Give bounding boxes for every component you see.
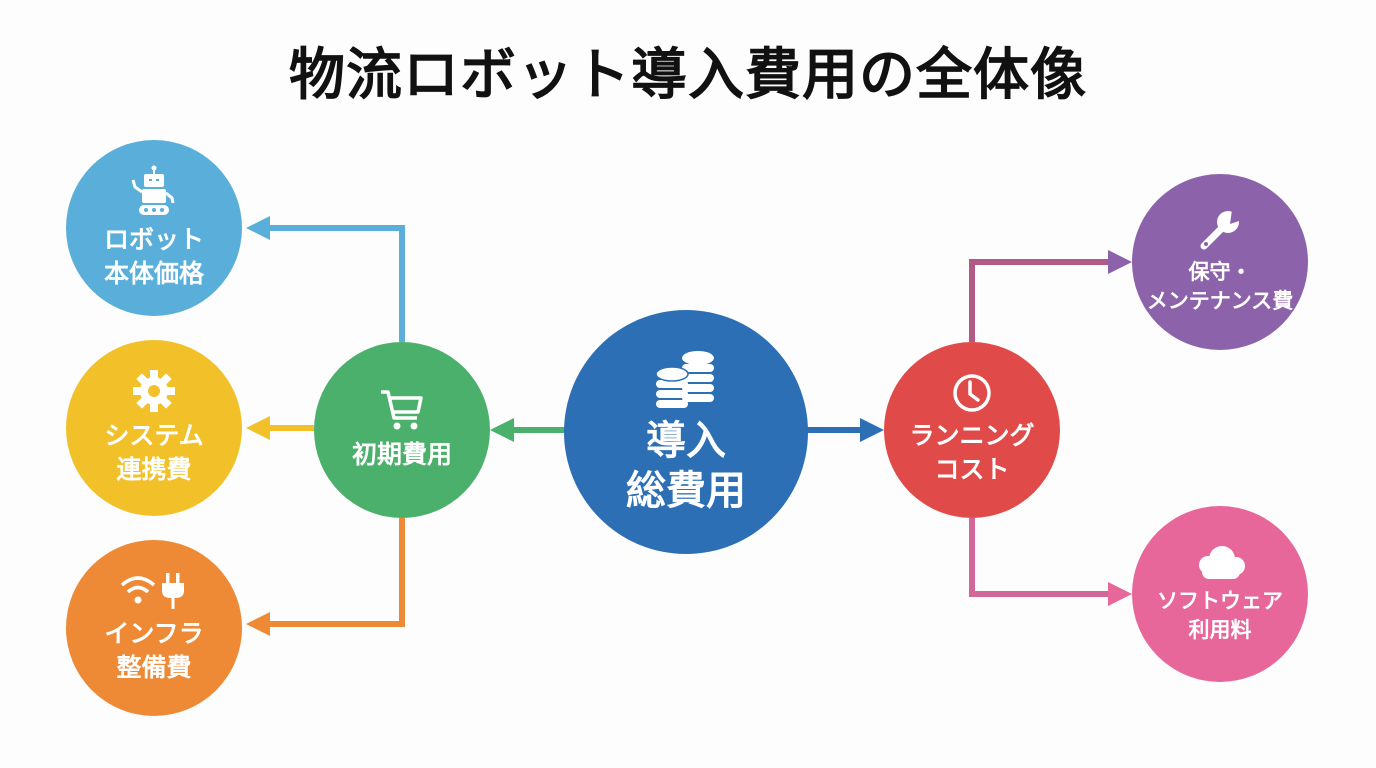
node-label: システム [104, 421, 204, 450]
node-software-fee: ソフトウェア 利用料 [1132, 506, 1308, 682]
wrench-icon [1198, 208, 1242, 252]
node-label: 整備費 [116, 653, 192, 682]
gear-icon [132, 369, 176, 413]
node-label: ランニング [909, 421, 1035, 450]
node-initial-cost: 初期費用 [314, 342, 490, 518]
node-label: インフラ [104, 619, 204, 648]
clock-icon [952, 373, 992, 413]
node-label: 連携費 [116, 455, 192, 484]
coins-icon [654, 348, 718, 410]
node-system-integration: システム 連携費 [66, 340, 242, 516]
node-label: 導入 [646, 418, 726, 464]
connector-initial-to-infra [266, 518, 405, 627]
node-label: 初期費用 [351, 440, 452, 469]
node-maintenance: 保守・ メンテナンス費 [1132, 174, 1308, 350]
node-total-cost: 導入 総費用 [564, 310, 808, 554]
node-label: 総費用 [626, 468, 746, 514]
node-robot-price: ロボット 本体価格 [66, 140, 242, 316]
node-label: 本体価格 [103, 259, 204, 288]
node-label: メンテナンス費 [1146, 289, 1294, 313]
node-label: 保守・ [1188, 260, 1252, 284]
shopping-cart-icon [379, 388, 425, 432]
wifi-plug-icon [118, 571, 190, 611]
node-label: ロボット [103, 225, 204, 254]
connector-running-to-maintenance [969, 259, 1110, 342]
connector-initial-to-robot [266, 225, 405, 342]
connector-running-to-software [969, 518, 1110, 597]
node-running-cost: ランニング コスト [884, 342, 1060, 518]
node-label: 利用料 [1188, 618, 1252, 642]
node-label: コスト [934, 455, 1010, 484]
robot-icon [129, 165, 179, 217]
page-title: 物流ロボット導入費用の全体像 [289, 43, 1087, 108]
node-label: ソフトウェア [1157, 589, 1283, 613]
node-infrastructure: インフラ 整備費 [66, 540, 242, 716]
cloud-icon [1192, 543, 1248, 581]
